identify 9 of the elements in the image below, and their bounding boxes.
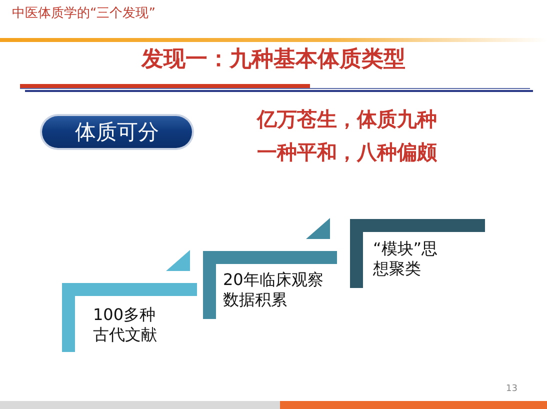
- running-header: 中医体质学的“三个发现”: [12, 5, 156, 22]
- step-text: 20年临床观察数据积累: [223, 270, 324, 310]
- pill-label: 体质可分: [42, 116, 192, 148]
- slide-title: 发现一：九种基本体质类型: [140, 46, 406, 74]
- step-text: “模块”思想聚类: [373, 239, 439, 279]
- slogan-text: 亿万苍生，体质九种: [257, 106, 437, 133]
- page-number: 13: [506, 384, 518, 394]
- step-text: 100多种古代文献: [93, 305, 158, 345]
- slogan-text: 一种平和，八种偏颇: [257, 139, 437, 166]
